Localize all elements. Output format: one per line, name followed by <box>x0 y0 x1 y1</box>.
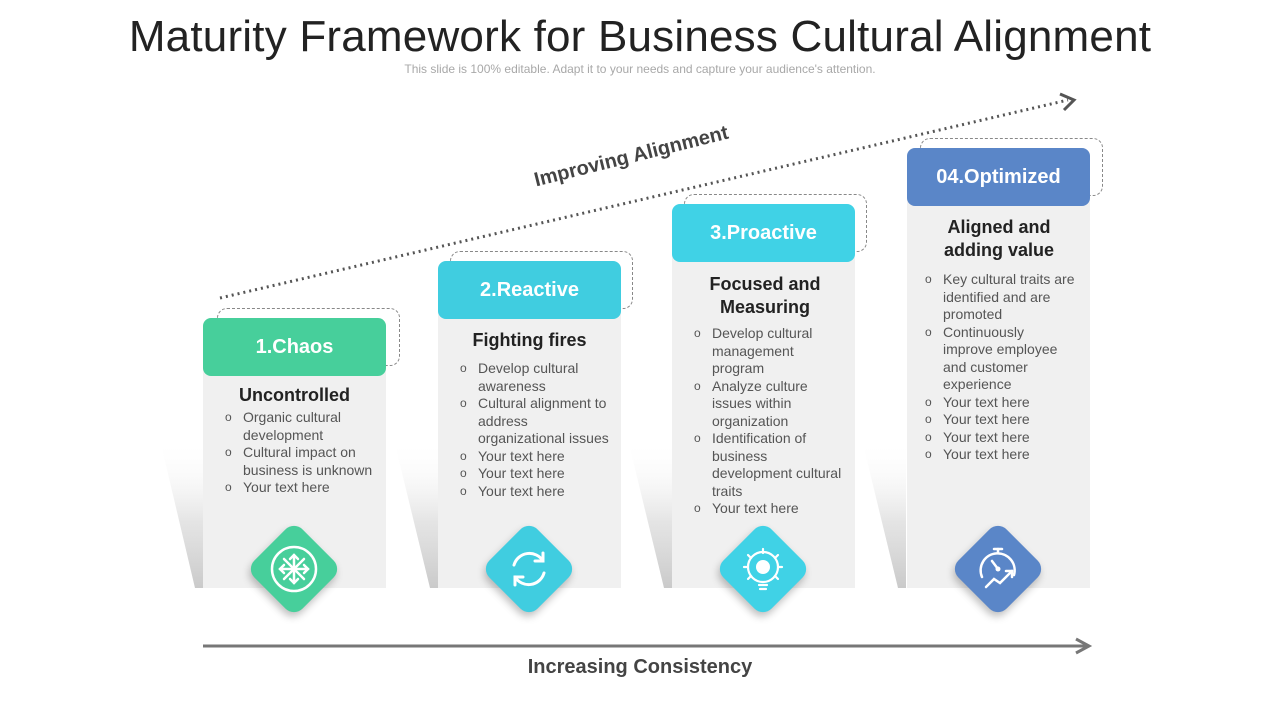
list-item: Your text here <box>225 479 375 497</box>
list-item: Organic cultural development <box>225 409 375 444</box>
list-item: Develop cultural management program <box>694 325 844 378</box>
stage-chaos: 1.Chaos Uncontrolled Organic cultural de… <box>203 308 400 588</box>
list-item: Cultural impact on business is unknown <box>225 444 375 479</box>
gear-lightbulb-icon <box>742 547 784 591</box>
stage-reactive: 2.Reactive Fighting fires Develop cultur… <box>438 251 633 588</box>
refresh-cycle-icon <box>512 551 546 587</box>
trend-arrow-line <box>219 98 1069 300</box>
stage-heading: Fighting fires <box>472 330 587 350</box>
wedge-shadow-1 <box>160 440 203 588</box>
page-subtitle: This slide is 100% editable. Adapt it to… <box>404 62 876 76</box>
list-item: Your text here <box>460 483 610 501</box>
arrows-expand-icon <box>270 545 318 593</box>
stage-items: Develop cultural awareness Cultural alig… <box>460 360 610 500</box>
stage-items: Organic cultural development Cultural im… <box>225 409 375 497</box>
list-item: Your text here <box>925 394 1075 412</box>
speedometer-growth-icon <box>979 547 1016 589</box>
page-title: Maturity Framework for Business Cultural… <box>128 12 1152 61</box>
stage-tab: 3.Proactive <box>672 204 855 262</box>
list-item: Cultural alignment to address organizati… <box>460 395 610 448</box>
list-item: Your text here <box>460 465 610 483</box>
list-item: Your text here <box>460 448 610 466</box>
stage-items: Key cultural traits are identified and a… <box>925 271 1075 464</box>
stage-tab: 04.Optimized <box>907 148 1090 206</box>
list-item: Key cultural traits are identified and a… <box>925 271 1075 324</box>
stage-heading: Focused and Measuring <box>709 274 821 317</box>
stage-heading: Uncontrolled <box>239 385 350 405</box>
list-item: Identification of business development c… <box>694 430 844 500</box>
stage-tab: 2.Reactive <box>438 261 621 319</box>
stage-heading: Aligned and adding value <box>943 217 1055 260</box>
trend-arrow-head <box>1059 92 1077 112</box>
list-item: Develop cultural awareness <box>460 360 610 395</box>
wedge-shadow-2 <box>394 440 438 588</box>
stage-tab: 1.Chaos <box>203 318 386 376</box>
wedge-shadow-3 <box>628 440 672 588</box>
list-item: Continuously improve employee and custom… <box>925 324 1075 394</box>
consistency-axis-head <box>1075 637 1093 655</box>
list-item: Your text here <box>694 500 844 518</box>
list-item: Your text here <box>925 429 1075 447</box>
stage-items: Develop cultural management program Anal… <box>694 325 844 518</box>
list-item: Your text here <box>925 411 1075 429</box>
wedge-shadow-4 <box>862 440 906 588</box>
list-item: Your text here <box>925 446 1075 464</box>
stage-optimized: 04.Optimized Aligned and adding value Ke… <box>907 138 1103 588</box>
list-item: Analyze culture issues within organizati… <box>694 378 844 431</box>
increasing-consistency-label: Increasing Consistency <box>527 656 753 678</box>
